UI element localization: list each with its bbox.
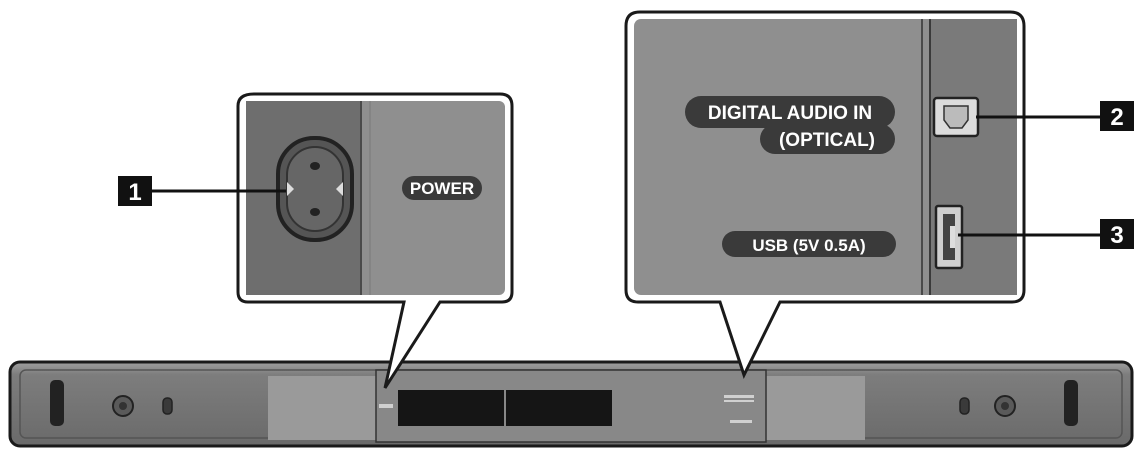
usb-port-label: USB (5V 0.5A) [752, 236, 865, 255]
soundbar-body [8, 360, 1134, 448]
svg-text:2: 2 [1110, 104, 1123, 131]
callout-marker-3: 3 [958, 219, 1134, 249]
left-slot [50, 380, 64, 426]
right-keyhole [959, 397, 970, 415]
power-zoom-callout: POWER [236, 92, 514, 389]
svg-text:3: 3 [1110, 222, 1123, 249]
usb-port-icon [934, 204, 964, 270]
left-keyhole [162, 397, 173, 415]
right-slot [1064, 380, 1078, 426]
optical-port-icon [932, 96, 980, 138]
callout-marker-1: 1 [118, 176, 286, 206]
optical-port-label-line2: (OPTICAL) [779, 130, 875, 151]
optical-port-label-line1: DIGITAL AUDIO IN [708, 103, 872, 124]
svg-text:1: 1 [128, 179, 141, 206]
power-socket-icon [276, 136, 354, 242]
optical-usb-zoom-callout: DIGITAL AUDIO IN (OPTICAL) USB (5V 0.5A) [624, 10, 1026, 379]
power-port-label: POWER [410, 179, 474, 198]
callout-marker-2: 2 [976, 101, 1134, 131]
